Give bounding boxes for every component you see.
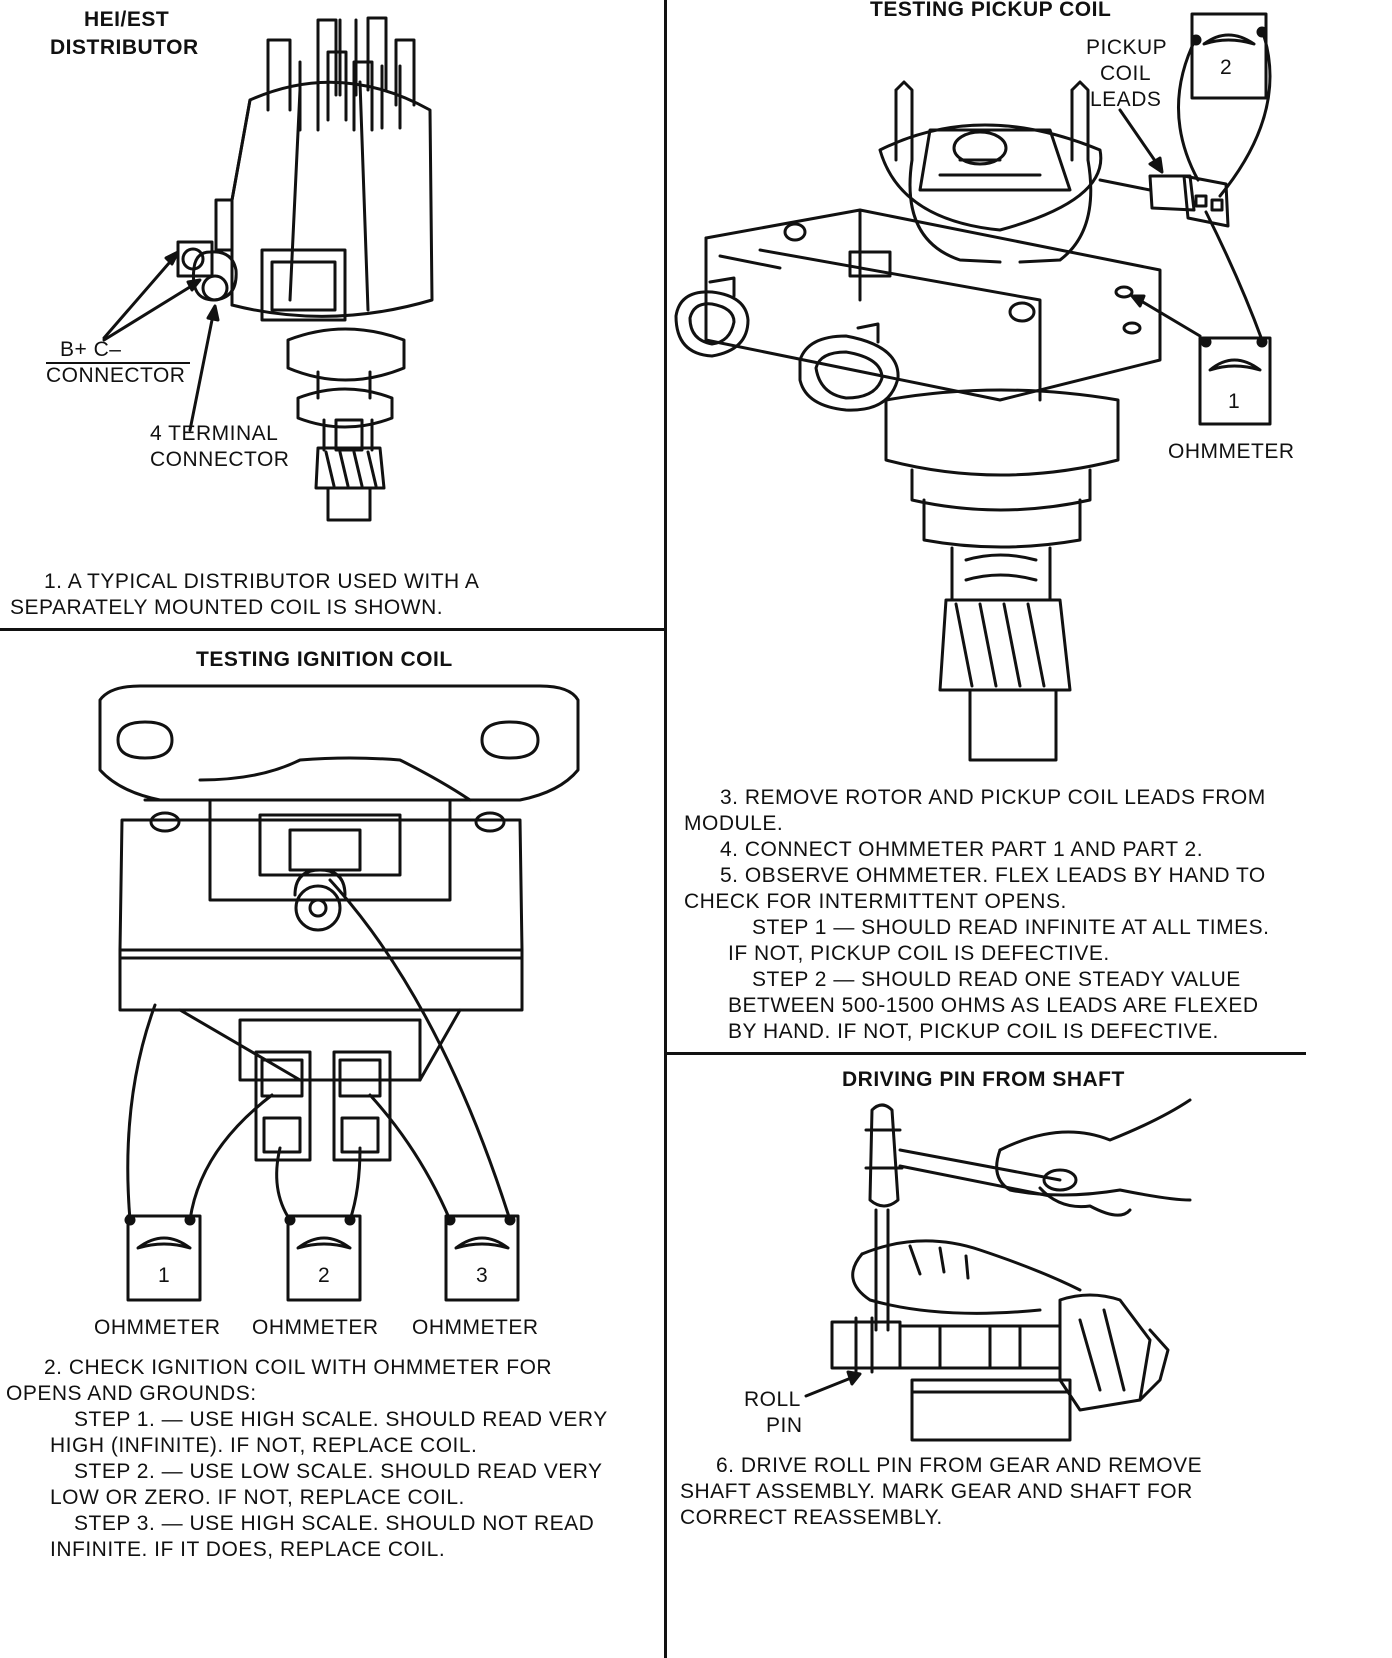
pickup-coil-illustration (676, 14, 1270, 760)
ohmmeter-2-label: OHMMETER (252, 1316, 379, 1339)
ignition-coil-title: TESTING IGNITION COIL (196, 648, 453, 671)
lead-3a (330, 880, 510, 1220)
connectors (178, 242, 236, 300)
pickup-meter1-number: 1 (1228, 390, 1241, 413)
arrow-roll-pin (806, 1376, 856, 1396)
arrow-4term (190, 310, 214, 430)
driving-pin-illustration (806, 1100, 1190, 1440)
ohmmeter-3-number: 3 (476, 1264, 489, 1287)
roll-pin-label-1: ROLL (744, 1388, 801, 1411)
ohmmeter-3-box (446, 1216, 518, 1300)
pickup-ohmmeter-label: OHMMETER (1168, 440, 1295, 463)
arrow-bc (104, 255, 176, 338)
pickup-ohmmeter-2-box (1192, 14, 1266, 98)
ohmmeter-1-label: OHMMETER (94, 1316, 221, 1339)
ohmmeter-1-number: 1 (158, 1264, 171, 1287)
panel2-caption-line1: 2. CHECK IGNITION COIL WITH OHMMETER FOR (44, 1356, 553, 1379)
panel3-caption-line5: CHECK FOR INTERMITTENT OPENS. (684, 890, 1067, 913)
panel3-caption-line10: BY HAND. IF NOT, PICKUP COIL IS DEFECTIV… (728, 1020, 1219, 1043)
pickup-meter2-number: 2 (1220, 56, 1233, 79)
pickup-leads-line1: PICKUP (1086, 36, 1168, 59)
ohmmeter-2-box (288, 1216, 360, 1300)
panel4-caption-line3: CORRECT REASSEMBLY. (680, 1506, 943, 1529)
panel2-caption-line3: STEP 1. — USE HIGH SCALE. SHOULD READ VE… (74, 1408, 608, 1431)
lead-2a (277, 1148, 290, 1220)
connector-label: CONNECTOR (46, 364, 186, 387)
panel2-caption-line5: STEP 2. — USE LOW SCALE. SHOULD READ VER… (74, 1460, 603, 1483)
ohmmeter-3-label: OHMMETER (412, 1316, 539, 1339)
distributor-title-line1: HEI/EST (84, 8, 170, 31)
distributor-illustration (104, 18, 432, 520)
panel2-caption-line7: STEP 3. — USE HIGH SCALE. SHOULD NOT REA… (74, 1512, 595, 1535)
lead-3b (370, 1095, 450, 1220)
ohmmeter-1-box (128, 1216, 200, 1300)
panel4-caption-line2: SHAFT ASSEMBLY. MARK GEAR AND SHAFT FOR (680, 1480, 1193, 1503)
four-terminal-label-1: 4 TERMINAL (150, 422, 279, 445)
panel1-caption-line2: SEPARATELY MOUNTED COIL IS SHOWN. (10, 596, 444, 619)
lead-2b (350, 1148, 360, 1220)
panel3-caption-line9: BETWEEN 500-1500 OHMS AS LEADS ARE FLEXE… (728, 994, 1259, 1017)
pickup-ohmmeter-1-box (1200, 338, 1270, 424)
panel2-caption-line2: OPENS AND GROUNDS: (6, 1382, 257, 1405)
pickup-coil-title: TESTING PICKUP COIL (870, 0, 1112, 21)
panel3-caption-line4: 5. OBSERVE OHMMETER. FLEX LEADS BY HAND … (720, 864, 1266, 887)
panel1-caption-line1: 1. A TYPICAL DISTRIBUTOR USED WITH A (44, 570, 480, 593)
panel3-caption-line2: MODULE. (684, 812, 784, 835)
panel2-caption-line6: LOW OR ZERO. IF NOT, REPLACE COIL. (50, 1486, 465, 1509)
panel3-caption-line7: IF NOT, PICKUP COIL IS DEFECTIVE. (728, 942, 1110, 965)
lead-1a (128, 1005, 155, 1220)
left-horizontal-divider (0, 628, 666, 631)
panel3-caption-line6: STEP 1 — SHOULD READ INFINITE AT ALL TIM… (752, 916, 1270, 939)
bc-underline (46, 362, 190, 364)
pickup-drive-gear (940, 600, 1070, 690)
arrow-leads (1120, 110, 1160, 168)
panel3-caption-line8: STEP 2 — SHOULD READ ONE STEADY VALUE (752, 968, 1241, 991)
four-terminal-label-2: CONNECTOR (150, 448, 290, 471)
pickup-leads-line2: COIL (1100, 62, 1152, 85)
vertical-divider (664, 0, 667, 1658)
distributor-cap (232, 82, 432, 316)
bc-label: B+ C– (60, 338, 122, 361)
right-horizontal-divider (666, 1052, 1306, 1055)
ohmmeter-2-number: 2 (318, 1264, 331, 1287)
panel2-caption-line4: HIGH (INFINITE). IF NOT, REPLACE COIL. (50, 1434, 478, 1457)
panel3-caption-line3: 4. CONNECT OHMMETER PART 1 AND PART 2. (720, 838, 1204, 861)
spark-plug-towers (268, 18, 414, 130)
driving-pin-title: DRIVING PIN FROM SHAFT (842, 1068, 1125, 1091)
drive-gear (316, 448, 384, 488)
panel2-caption-line8: INFINITE. IF IT DOES, REPLACE COIL. (50, 1538, 446, 1561)
roll-pin-label-2: PIN (766, 1414, 803, 1437)
panel3-caption-line1: 3. REMOVE ROTOR AND PICKUP COIL LEADS FR… (720, 786, 1266, 809)
ignition-coil-illustration (100, 686, 578, 1300)
pickup-leads-line3: LEADS (1090, 88, 1162, 111)
arrow-meter1 (1136, 298, 1200, 336)
distributor-title-line2: DISTRIBUTOR (50, 36, 199, 59)
panel4-caption-line1: 6. DRIVE ROLL PIN FROM GEAR AND REMOVE (716, 1454, 1203, 1477)
lead-1b (190, 1095, 272, 1220)
